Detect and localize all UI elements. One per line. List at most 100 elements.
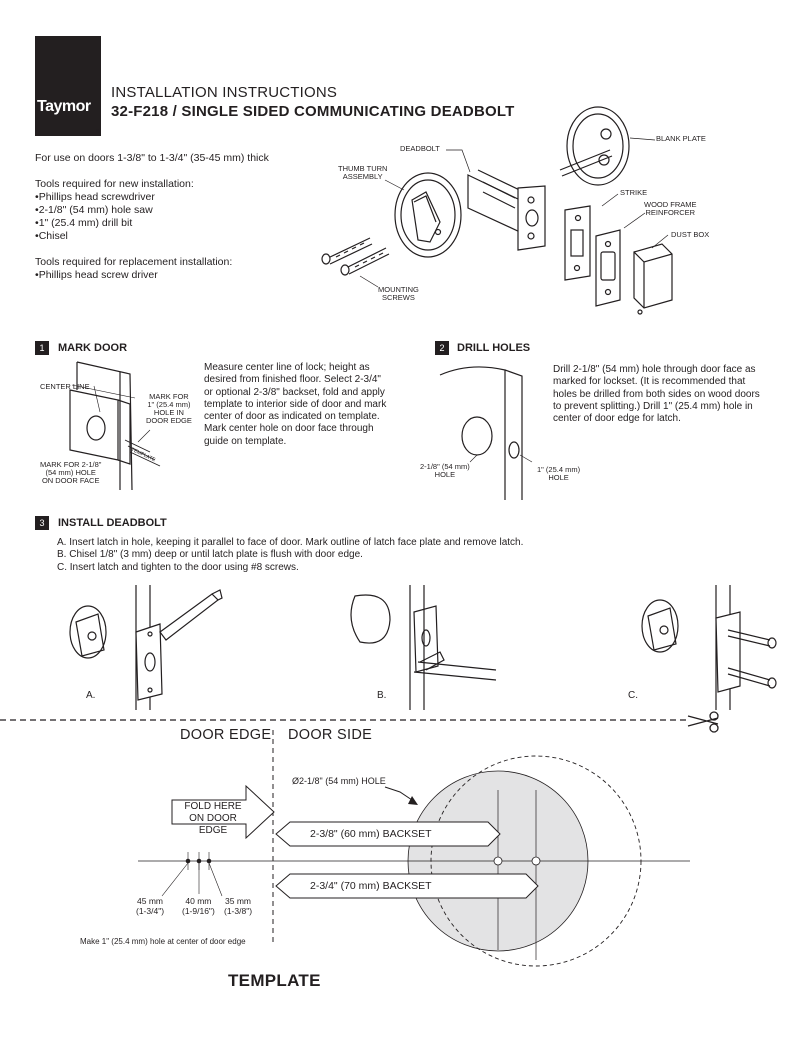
text-line: marked for lockset. (It is recommended t… — [553, 376, 746, 388]
text-line: Mark center hole on door face through — [204, 423, 374, 435]
text-line: Measure center line of lock; height as — [204, 362, 370, 373]
list-item: 2-1/8" (54 mm) hole saw — [35, 204, 315, 217]
label-hole-small: 1" (25.4 mm) HOLE — [537, 466, 580, 482]
label-line: THUMB TURN — [338, 164, 388, 173]
label-line: (1-3/4") — [136, 906, 165, 916]
mounting-screws-drawing — [321, 237, 390, 276]
edge-hole-note: Make 1" (25.4 mm) hole at center of door… — [80, 937, 246, 946]
text-line: or optional 2-3/8" backset, fold and app… — [204, 386, 385, 398]
label-line: 2-1/8" (54 mm) — [420, 462, 470, 471]
new-tools-heading: Tools required for new installation: — [35, 178, 194, 190]
backset-60-arrow — [275, 821, 501, 847]
fold-arrow — [171, 784, 275, 840]
label-line: (1-3/8") — [224, 906, 253, 916]
figure-label-c: C. — [628, 690, 638, 701]
registered-mark: ® — [96, 129, 100, 135]
door-thickness-35: 35 mm (1-3/8") — [224, 896, 252, 916]
label-strike: STRIKE — [620, 188, 648, 197]
backset-70-arrow — [275, 873, 539, 899]
label-blank-plate: BLANK PLATE — [656, 134, 706, 143]
text-line: to prevent splitting.) Drill 1" (25.4 mm… — [553, 400, 753, 412]
text-line: guide on template. — [204, 435, 287, 447]
product-title: 32-F218 / SINGLE SIDED COMMUNICATING DEA… — [111, 103, 515, 120]
dust-box-drawing — [633, 243, 673, 315]
door-thickness-40: 40 mm (1-9/16") — [182, 896, 215, 916]
step-3-badge: 3 — [35, 516, 49, 530]
label-deadbolt: DEADBOLT — [400, 144, 440, 153]
text-line: B. Chisel 1/8" (3 mm) deep or until latc… — [57, 549, 363, 561]
label-line: MOUNTING — [378, 285, 419, 294]
text-line: Drill 2-1/8" (54 mm) hole through door f… — [553, 364, 756, 375]
step-3-title: INSTALL DEADBOLT — [58, 517, 167, 529]
label-line: HOLE — [434, 470, 456, 479]
label-dust-box: DUST BOX — [671, 230, 710, 239]
list-item: 1" (25.4 mm) drill bit — [35, 217, 315, 230]
label-mark-edge-hole: MARK FOR 1" (25.4 mm) HOLE IN DOOR EDGE — [146, 393, 192, 425]
text-line: center of door as indicated on template. — [204, 411, 380, 423]
logo-text: Taymor — [37, 98, 91, 115]
text-line: center of door edge for latch. — [553, 413, 681, 425]
exploded-parts-illustration — [321, 106, 673, 315]
fold-here-label: FOLD HERE ON DOOR EDGE — [174, 801, 252, 837]
text-line: A. Insert latch in hole, keeping it para… — [57, 537, 524, 548]
list-item: Phillips head screwdriver — [35, 191, 315, 204]
label-line: ON DOOR FACE — [41, 476, 100, 485]
step-2-text: Drill 2-1/8" (54 mm) hole through door f… — [553, 364, 803, 425]
label-wood-frame-reinforcer: WOOD FRAME REINFORCER — [644, 201, 697, 217]
label-hole-big: 2-1/8" (54 mm) HOLE — [420, 463, 470, 479]
door-edge-heading: DOOR EDGE — [180, 727, 272, 743]
text-line: template to interior side of door and ma… — [204, 398, 387, 410]
hole-size-label: Ø2-1/8" (54 mm) HOLE — [292, 776, 386, 786]
door-side-heading: DOOR SIDE — [288, 727, 373, 743]
step-1-badge: 1 — [35, 341, 49, 355]
label-mark-face-hole: MARK FOR 2-1/8" (54 mm) HOLE ON DOOR FAC… — [40, 461, 101, 485]
label-center-line: CENTER LINE — [40, 382, 90, 391]
label-line: HOLE IN — [153, 408, 184, 417]
replace-tools-heading: Tools required for replacement installat… — [35, 256, 233, 268]
label-line: 40 mm — [185, 896, 212, 906]
install-step-b-illustration — [350, 585, 497, 710]
step-1-title: MARK DOOR — [58, 342, 128, 354]
backset-70-label: 2-3/4" (70 mm) BACKSET — [310, 880, 432, 892]
step-2-badge: 2 — [435, 341, 449, 355]
taymor-logo: Taymor — [35, 36, 101, 136]
drill-holes-illustration — [439, 366, 533, 500]
step-1-text: Measure center line of lock; height as d… — [204, 362, 424, 448]
figure-label-b: B. — [377, 690, 387, 701]
figure-label-a: A. — [86, 690, 96, 701]
new-tools-list: Phillips head screwdriver 2-1/8" (54 mm)… — [35, 191, 315, 243]
blank-plate-drawing — [559, 106, 630, 186]
install-step-a-illustration — [69, 585, 223, 710]
strike-drawing — [564, 205, 591, 281]
label-line: ASSEMBLY — [342, 172, 383, 181]
label-line: (1-9/16") — [182, 906, 215, 916]
intro-block: For use on doors 1-3/8" to 1-3/4" (35-45… — [35, 152, 315, 295]
label-line: MARK FOR — [149, 392, 189, 401]
door-thickness-note: For use on doors 1-3/8" to 1-3/4" (35-45… — [35, 152, 269, 164]
text-line: C. Insert latch and tighten to the door … — [57, 561, 299, 573]
label-line: MARK FOR 2-1/8" — [40, 460, 102, 469]
wood-frame-reinforcer-drawing — [595, 229, 621, 307]
label-mounting-screws: MOUNTING SCREWS — [378, 286, 419, 302]
backset-60-label: 2-3/8" (60 mm) BACKSET — [310, 828, 432, 840]
label-line: (54 mm) HOLE — [45, 468, 96, 477]
thumb-turn-assembly-drawing — [394, 172, 462, 258]
label-line: 1" (25.4 mm) — [147, 400, 191, 409]
replace-tools-list: Phillips head screw driver — [35, 269, 315, 282]
label-line: HOLE — [548, 473, 569, 482]
label-line: DOOR EDGE — [146, 416, 192, 425]
label-line: FOLD HERE — [184, 801, 242, 812]
step-2-title: DRILL HOLES — [457, 342, 531, 354]
scissors-icon — [687, 711, 719, 733]
text-line: desired from finished floor. Select 2-3/… — [204, 374, 381, 386]
deadbolt-drawing — [467, 169, 546, 251]
label-line: 35 mm — [225, 896, 252, 906]
label-line: WOOD FRAME — [644, 200, 697, 209]
label-line: ON DOOR EDGE — [189, 813, 237, 836]
label-line: 1" (25.4 mm) — [537, 465, 581, 474]
page-title: INSTALLATION INSTRUCTIONS — [111, 84, 338, 101]
door-thickness-45: 45 mm (1-3/4") — [136, 896, 164, 916]
install-step-c-illustration — [641, 585, 777, 710]
label-line: SCREWS — [381, 293, 415, 302]
